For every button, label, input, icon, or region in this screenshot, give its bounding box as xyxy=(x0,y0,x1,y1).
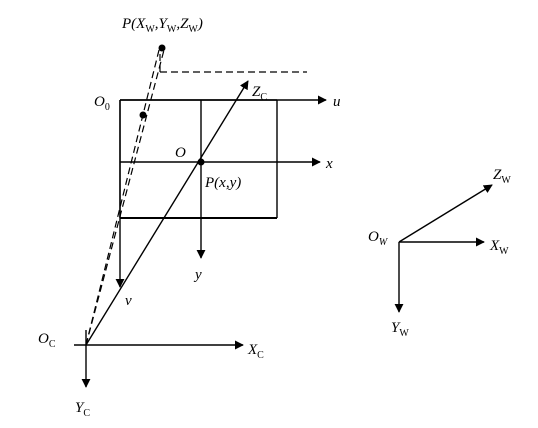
y-label: y xyxy=(193,267,202,283)
o0-label: O0 xyxy=(94,94,110,113)
zw-label: ZW xyxy=(493,167,511,186)
o-label: O xyxy=(175,145,186,161)
zc-axis-arrow xyxy=(85,80,249,346)
pxy-label: P(x,y) xyxy=(204,175,241,191)
u-label: u xyxy=(333,94,341,110)
v-label: v xyxy=(125,293,132,309)
projection-ray-secondary xyxy=(85,49,165,346)
xc-label: XC xyxy=(247,342,264,361)
world-point-dot xyxy=(158,44,166,52)
image-point-dot xyxy=(139,111,147,119)
principal-point-dot xyxy=(197,158,205,166)
oc-label: OC xyxy=(38,331,56,350)
x-label: x xyxy=(325,156,333,172)
ow-label: OW xyxy=(368,229,389,248)
projection-ray-to-world-point xyxy=(85,49,160,346)
world-point-label: P(XW,YW,ZW) xyxy=(121,16,203,35)
xw-label: XW xyxy=(489,238,509,257)
zw-axis-arrow xyxy=(398,184,493,243)
yw-label: YW xyxy=(391,320,409,339)
zc-label: ZC xyxy=(252,84,267,103)
yc-label: YC xyxy=(75,400,90,419)
